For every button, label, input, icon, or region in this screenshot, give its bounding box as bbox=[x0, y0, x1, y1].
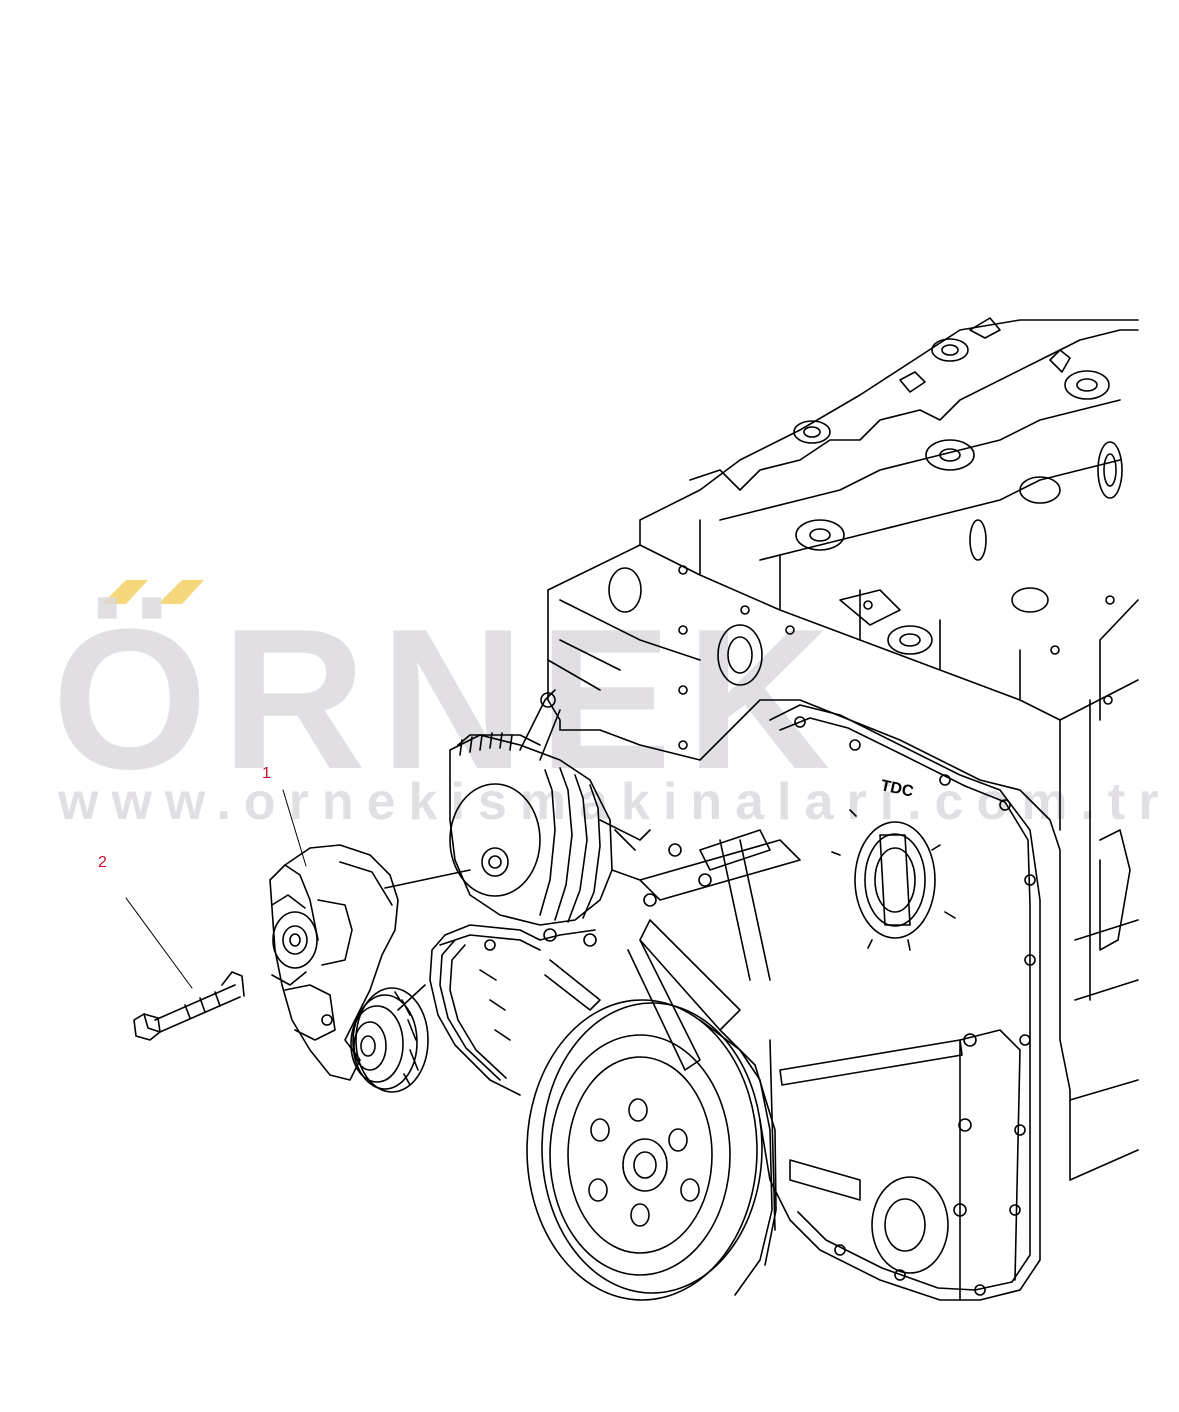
leader-line-1 bbox=[282, 789, 307, 867]
engine-block bbox=[547, 319, 1139, 1181]
tensioner-bolt bbox=[133, 971, 245, 1041]
leader-line-2 bbox=[125, 897, 193, 989]
watermark-brand: ÖRNEK bbox=[52, 588, 845, 811]
crankshaft-damper bbox=[526, 999, 777, 1301]
tdc-marker: TDC bbox=[879, 777, 915, 801]
callout-2[interactable]: 2 bbox=[98, 854, 107, 871]
watermark-url: www.ornekismakinalari.com.tr bbox=[58, 773, 1172, 831]
watermark-umlaut-right bbox=[158, 580, 204, 604]
cylinder-head bbox=[608, 317, 1139, 750]
watermark-umlaut-left bbox=[102, 580, 148, 604]
upper-pulley bbox=[449, 689, 712, 951]
belt-tensioner bbox=[269, 844, 429, 1093]
timing-cover bbox=[544, 704, 1041, 1301]
drive-belt bbox=[384, 869, 641, 1096]
callout-1[interactable]: 1 bbox=[262, 765, 271, 782]
tdc-label: TDC bbox=[879, 777, 915, 801]
leader-lines bbox=[125, 789, 307, 989]
